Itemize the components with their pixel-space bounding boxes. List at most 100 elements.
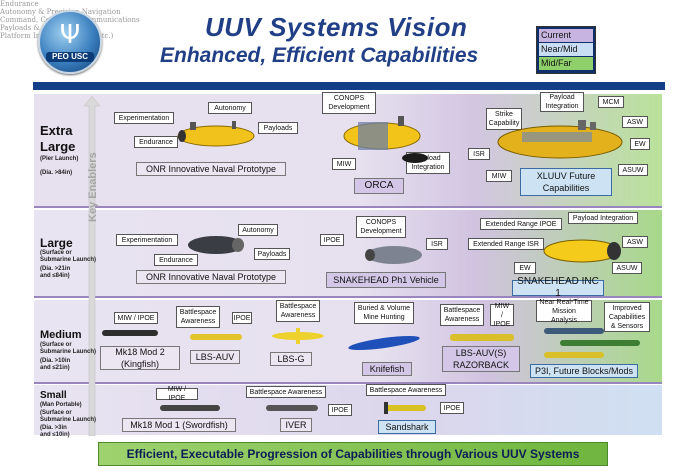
timeline-legend: Current Near/Mid Mid/Far: [536, 26, 596, 74]
snakehead-inc1-vehicle-image: [543, 239, 621, 263]
legend-near-mid: Near/Mid: [539, 43, 593, 56]
lbs-auv-vehicle-image: [190, 334, 242, 340]
capability-box: ISR: [426, 238, 448, 250]
capability-box: Endurance: [154, 254, 198, 266]
row-sub: (Dia. >21in: [40, 266, 71, 272]
capability-box: MCM: [598, 96, 624, 108]
mk18-mod1-vehicle-image: [160, 405, 220, 411]
page-title: UUV Systems Vision: [205, 12, 468, 42]
row-sub: and ≤21in): [40, 365, 70, 371]
capability-box: Payload Integration: [568, 212, 638, 224]
capability-box: MIW / IPOE: [156, 386, 198, 402]
capability-box: MIW / IPOE: [490, 303, 514, 328]
logo-text: PEO USC: [46, 52, 94, 62]
row-label-large: Large: [40, 236, 73, 250]
row-sub: (Surface or: [40, 410, 72, 416]
program-plate: ONR Innovative Naval Prototype: [136, 270, 286, 284]
band-divider: [34, 206, 662, 208]
program-plate: Mk18 Mod 1 (Swordfish): [122, 418, 236, 432]
program-plate: LBS-G: [270, 352, 312, 366]
capability-box: MIW: [332, 158, 356, 170]
capability-box: Battlespace Awareness: [440, 304, 484, 326]
program-plate: P3I, Future Blocks/Mods: [530, 364, 638, 378]
program-plate: XLUUV Future Capabilities: [520, 168, 612, 196]
row-sub: Submarine Launch): [40, 417, 97, 423]
row-sub: (Dia. >3in: [40, 425, 67, 431]
key-enablers-label: Key Enablers: [87, 152, 99, 222]
row-label-extra: Extra: [40, 123, 73, 138]
program-plate: ORCA: [354, 178, 404, 194]
row-sub: (Pier Launch): [40, 156, 79, 162]
capability-box: Payloads: [258, 122, 298, 134]
row-label-medium: Medium: [40, 329, 82, 341]
capability-box: Extended Range IPOE: [480, 218, 562, 230]
page-subtitle: Enhanced, Efficient Capabilities: [160, 44, 479, 67]
row-sub: Submarine Launch): [40, 257, 97, 263]
peo-usc-logo: Ψ PEO USC: [38, 10, 102, 74]
row-label-large-xl: Large: [40, 139, 76, 154]
large-inp-vehicle-image: [188, 236, 244, 254]
key-enablers-arrow: [84, 96, 100, 436]
program-plate: SNAKEHEAD INC 1: [512, 276, 604, 299]
capability-box: Autonomy: [208, 102, 252, 114]
capability-box: Strike Capability: [486, 108, 522, 130]
snakehead-ph1-vehicle-image: [365, 246, 422, 264]
capability-box: Payload Integration: [540, 92, 584, 112]
onr-inp-vehicle-image: [177, 121, 255, 147]
capability-box: EW: [514, 262, 536, 274]
capability-box: ASUW: [618, 164, 648, 176]
capability-box: CONOPS Development: [356, 216, 406, 238]
p3i-vehicle-image: [544, 328, 640, 358]
capability-box: ASW: [622, 236, 648, 248]
row-sub: Submarine Launch): [40, 349, 97, 355]
row-sub: and ≤10in): [40, 432, 70, 438]
footer-banner: Efficient, Executable Progression of Cap…: [98, 442, 608, 466]
program-plate: LBS-AUV(S) RAZORBACK: [442, 346, 520, 372]
capability-box: MIW: [486, 170, 512, 182]
enabler-item: Payloads & Sensors: [0, 24, 71, 32]
capability-box: IPOE: [320, 234, 344, 246]
capability-box: IPOE: [440, 402, 464, 414]
program-plate: Sandshark: [378, 420, 436, 434]
capability-box: Battlespace Awareness: [176, 306, 220, 328]
band-divider: [34, 382, 662, 384]
program-plate: Knifefish: [362, 362, 412, 376]
capability-box: MIW / IPOE: [114, 312, 158, 324]
capability-box: Experimentation: [114, 112, 174, 124]
legend-current: Current: [539, 29, 593, 42]
capability-box: EW: [630, 138, 650, 150]
capability-box: Near Real-Time Mission Analysis: [536, 299, 592, 324]
capability-box: ASW: [622, 116, 648, 128]
legend-mid-far: Mid/Far: [539, 57, 593, 70]
orca-vehicle-image: [343, 116, 421, 150]
capability-box: Payloads: [254, 248, 290, 260]
capability-box: IPOE: [232, 312, 252, 324]
capability-box: CONOPS Development: [322, 92, 376, 114]
program-plate: ONR Innovative Naval Prototype: [136, 162, 286, 176]
capability-box: ASUW: [612, 262, 642, 274]
capability-box: Experimentation: [116, 234, 178, 246]
capability-box: ISR: [468, 148, 490, 160]
sandshark-vehicle-image: [384, 402, 426, 414]
band-divider: [34, 296, 662, 298]
program-plate: LBS-AUV: [190, 350, 240, 364]
capability-box: Battlespace Awareness: [366, 384, 446, 396]
capability-box: Battlespace Awareness: [276, 300, 320, 322]
capability-box: Battlespace Awareness: [246, 386, 326, 398]
small-vehicle-image: [402, 153, 428, 163]
row-sub: (Man Portable): [40, 402, 82, 408]
lbs-g-vehicle-image: [272, 328, 324, 344]
capability-box: Buried & Volume Mine Hunting: [354, 302, 414, 324]
capability-box: Endurance: [134, 136, 178, 148]
xluuv-vehicle-image: [497, 120, 623, 159]
row-sub: (Dia. >10in: [40, 358, 71, 364]
program-plate: Mk18 Mod 2 (Kingfish): [100, 346, 180, 370]
row-sub: and ≤84in): [40, 273, 70, 279]
program-plate: SNAKEHEAD Ph1 Vehicle: [326, 272, 446, 288]
capability-box: Improved Capabilities & Sensors: [604, 302, 650, 332]
header-divider: [33, 82, 665, 90]
row-sub: (Dia. >84in): [40, 170, 73, 176]
capability-box: IPOE: [328, 404, 352, 416]
mk18-mod2-vehicle-image: [102, 330, 158, 336]
